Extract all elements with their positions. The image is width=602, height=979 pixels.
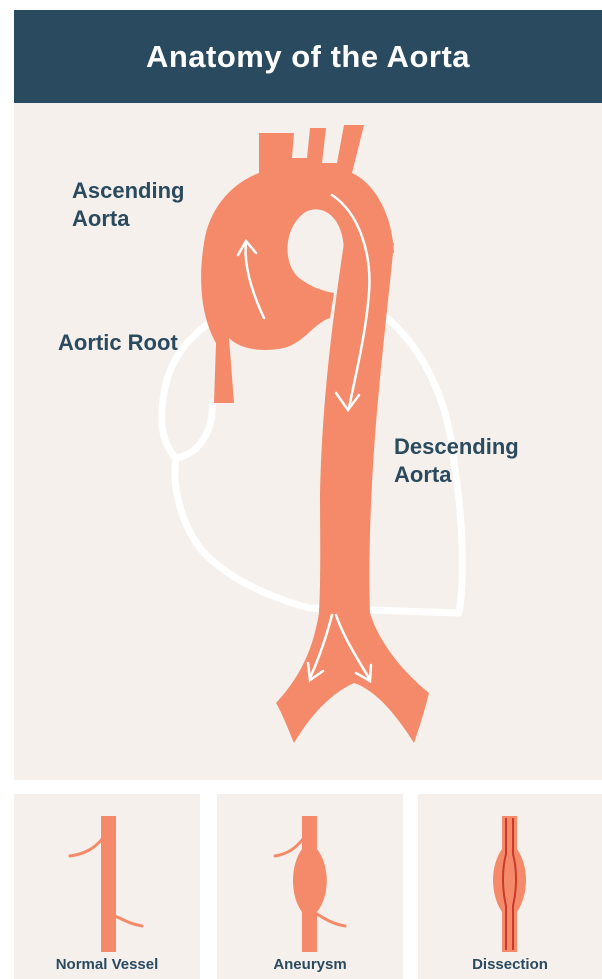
caption-aneurysm: Aneurysm bbox=[217, 956, 403, 973]
vessel-conditions-row: Normal Vessel Aneurysm Dissection bbox=[14, 794, 602, 979]
label-ascending-line2: Aorta bbox=[72, 205, 184, 233]
card-dissection: Dissection bbox=[418, 794, 602, 979]
aneurysm-icon bbox=[217, 794, 403, 979]
card-normal-vessel: Normal Vessel bbox=[14, 794, 200, 979]
card-aneurysm: Aneurysm bbox=[217, 794, 403, 979]
heart-inner-curve bbox=[176, 403, 212, 458]
caption-dissection: Dissection bbox=[418, 956, 602, 973]
label-descending-line1: Descending bbox=[394, 433, 519, 461]
title-banner: Anatomy of the Aorta bbox=[14, 10, 602, 103]
label-ascending-aorta: Ascending Aorta bbox=[72, 177, 184, 233]
page-title: Anatomy of the Aorta bbox=[146, 39, 470, 75]
caption-normal-vessel: Normal Vessel bbox=[14, 956, 200, 973]
aorta-diagram: Ascending Aorta Aortic Root Descending A… bbox=[14, 103, 602, 780]
normal-vessel-icon bbox=[14, 794, 200, 979]
dissection-icon bbox=[418, 794, 602, 979]
label-descending-aorta: Descending Aorta bbox=[394, 433, 519, 489]
label-descending-line2: Aorta bbox=[394, 461, 519, 489]
label-aortic-root: Aortic Root bbox=[58, 329, 178, 357]
label-ascending-line1: Ascending bbox=[72, 177, 184, 205]
